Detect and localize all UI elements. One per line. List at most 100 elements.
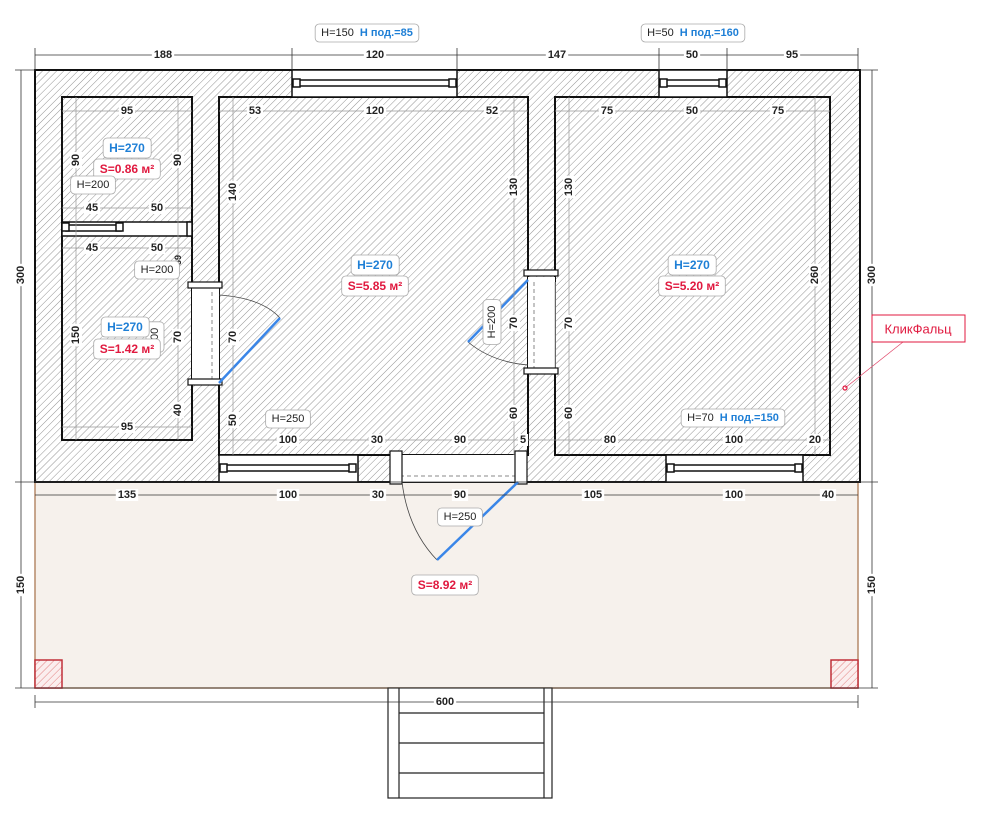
dim-label-bg: [563, 404, 575, 422]
dim-vertical: 60: [508, 407, 520, 419]
terrace-post-right: [830, 659, 859, 689]
dim-inner: 50: [151, 202, 163, 214]
room-area-label: S=5.20 м²: [665, 279, 720, 293]
door-height-label: H=200: [486, 306, 498, 339]
dim-label-bg: [601, 434, 619, 446]
dim-inner: 52: [486, 105, 498, 117]
window-height: H=70: [687, 412, 714, 424]
dim-vertical: 40: [172, 404, 184, 416]
dim-label-bg: [563, 314, 575, 332]
dim-label-bg: [866, 573, 878, 597]
room-area-label: S=0.86 м²: [100, 162, 155, 176]
stairs: [387, 687, 553, 799]
dim-label-bg: [363, 105, 387, 117]
dim-label-bg: [769, 105, 787, 117]
window-sill-height: Н под.=150: [720, 412, 779, 424]
door-jambs: [187, 269, 559, 485]
label-box: [265, 409, 311, 429]
dim-vertical: 130: [563, 178, 575, 196]
dim-vertical: 39: [173, 255, 183, 265]
dim-label-bg: [545, 49, 569, 61]
label-box: [134, 260, 180, 280]
dim-outer-bottom: 135: [118, 489, 136, 501]
dim-inner: 120: [366, 105, 384, 117]
dim-label-bg: [363, 49, 387, 61]
dim-label-bg: [563, 175, 575, 199]
svg-text:H=50Н под.=160: H=50Н под.=160: [647, 27, 739, 39]
dim-label-bg: [227, 328, 239, 346]
room-area-label: S=1.42 м²: [100, 342, 155, 356]
label-box: [658, 275, 726, 297]
room-height-label: H=270: [357, 258, 393, 272]
label-box: [100, 316, 150, 338]
dim-inner: 100: [725, 434, 743, 446]
window-height-label: H=250: [272, 413, 305, 425]
dim-label-bg: [83, 202, 101, 214]
dim-outer-bottom: 100: [279, 489, 297, 501]
room-height-label: H=270: [107, 320, 143, 334]
dim-label-bg: [369, 489, 387, 501]
dim-label-bg: [172, 328, 184, 346]
dim-label-bg: [806, 434, 824, 446]
window-label: H=70 Н под.=150: [687, 412, 779, 424]
dim-label-bg: [118, 421, 136, 433]
dim-terrace-left: 150: [15, 576, 27, 594]
label-box: [411, 574, 479, 596]
dim-inner: 30: [371, 434, 383, 446]
label-box: [102, 137, 152, 159]
dim-label-bg: [246, 105, 264, 117]
dim-outer-bottom: 90: [454, 489, 466, 501]
dim-outer-bottom: 30: [372, 489, 384, 501]
dim-inner: 20: [809, 434, 821, 446]
dim-label-bg: [70, 151, 82, 169]
dim-vertical: 60: [563, 407, 575, 419]
windows: [61, 69, 804, 483]
dim-vertical: 150: [70, 326, 82, 344]
door-wc[interactable]: [218, 294, 281, 384]
dim-vertical: 70: [563, 317, 575, 329]
label-box: [350, 254, 400, 276]
dim-inner: 5: [520, 434, 526, 446]
dim-inner: 100: [279, 434, 297, 446]
label-box: [667, 254, 717, 276]
dim-label-bg: [172, 151, 184, 169]
dim-inner: 75: [772, 105, 784, 117]
dim-inner: 75: [601, 105, 613, 117]
dim-label-bg: [276, 434, 300, 446]
dim-label-bg: [809, 263, 821, 287]
dim-outer-bottom: 100: [725, 489, 743, 501]
dim-inner: 53: [249, 105, 261, 117]
dim-label-bg: [433, 696, 457, 708]
dim-label-bg: [172, 401, 184, 419]
label-box: [640, 23, 746, 43]
label-box: [680, 408, 786, 428]
door-height-label: H=200: [77, 179, 110, 191]
dim-inner: 95: [121, 105, 133, 117]
dim-label-bg: [508, 404, 520, 422]
label-box: [482, 299, 502, 345]
dim-vertical: 260: [809, 266, 821, 284]
dim-inner: 80: [604, 434, 616, 446]
room-bathroom: [61, 96, 193, 441]
dim-label-bg: [276, 489, 300, 501]
door-height-label: H=200: [141, 264, 174, 276]
dim-top: 188: [154, 49, 172, 61]
dim-label-bg: [508, 175, 520, 199]
dim-label-bg: [70, 323, 82, 347]
label-box: [93, 338, 161, 360]
dim-label-bg: [598, 105, 616, 117]
label-box: [93, 158, 161, 180]
room-area-label: S=5.85 м²: [348, 279, 403, 293]
dim-label-bg: [115, 489, 139, 501]
dim-inner: 50: [686, 105, 698, 117]
dim-top: 50: [686, 49, 698, 61]
label-box: [341, 275, 409, 297]
dim-label-bg: [683, 49, 701, 61]
dim-label-bg: [722, 489, 746, 501]
window-sill-height: Н под.=85: [360, 27, 413, 39]
dim-label-bg: [227, 180, 239, 204]
dim-label-bg: [581, 489, 605, 501]
window-height: H=50: [647, 27, 674, 39]
